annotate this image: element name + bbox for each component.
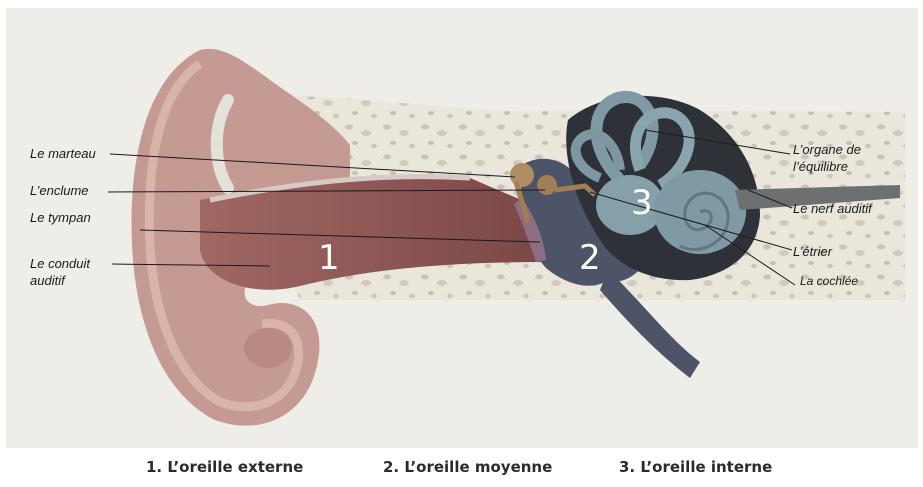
- label-organe-line2: l’équilibre: [793, 158, 848, 175]
- label-etrier: L’étrier: [793, 243, 832, 260]
- label-conduit-line1: Le conduit: [30, 255, 90, 272]
- region-number-3: 3: [631, 183, 653, 223]
- label-nerf: Le nerf auditif: [793, 200, 872, 217]
- label-organe-line1: L’organe de: [793, 141, 861, 158]
- region-number-1: 1: [318, 238, 340, 278]
- caption-oreille-interne: 3. L’oreille interne: [619, 458, 772, 476]
- label-tympan: Le tympan: [30, 209, 91, 226]
- malleus-head: [510, 163, 534, 187]
- caption-oreille-externe: 1. L’oreille externe: [146, 458, 303, 476]
- region-number-2: 2: [579, 238, 601, 278]
- label-cochlee: La cochlée: [800, 273, 858, 290]
- label-conduit-line2: auditif: [30, 272, 65, 289]
- caption-oreille-moyenne: 2. L’oreille moyenne: [383, 458, 552, 476]
- vestibule: [596, 175, 664, 235]
- ear-lobe: [244, 328, 292, 368]
- label-enclume: L’enclume: [30, 182, 89, 199]
- incus-body: [537, 175, 557, 195]
- label-marteau: Le marteau: [30, 145, 96, 162]
